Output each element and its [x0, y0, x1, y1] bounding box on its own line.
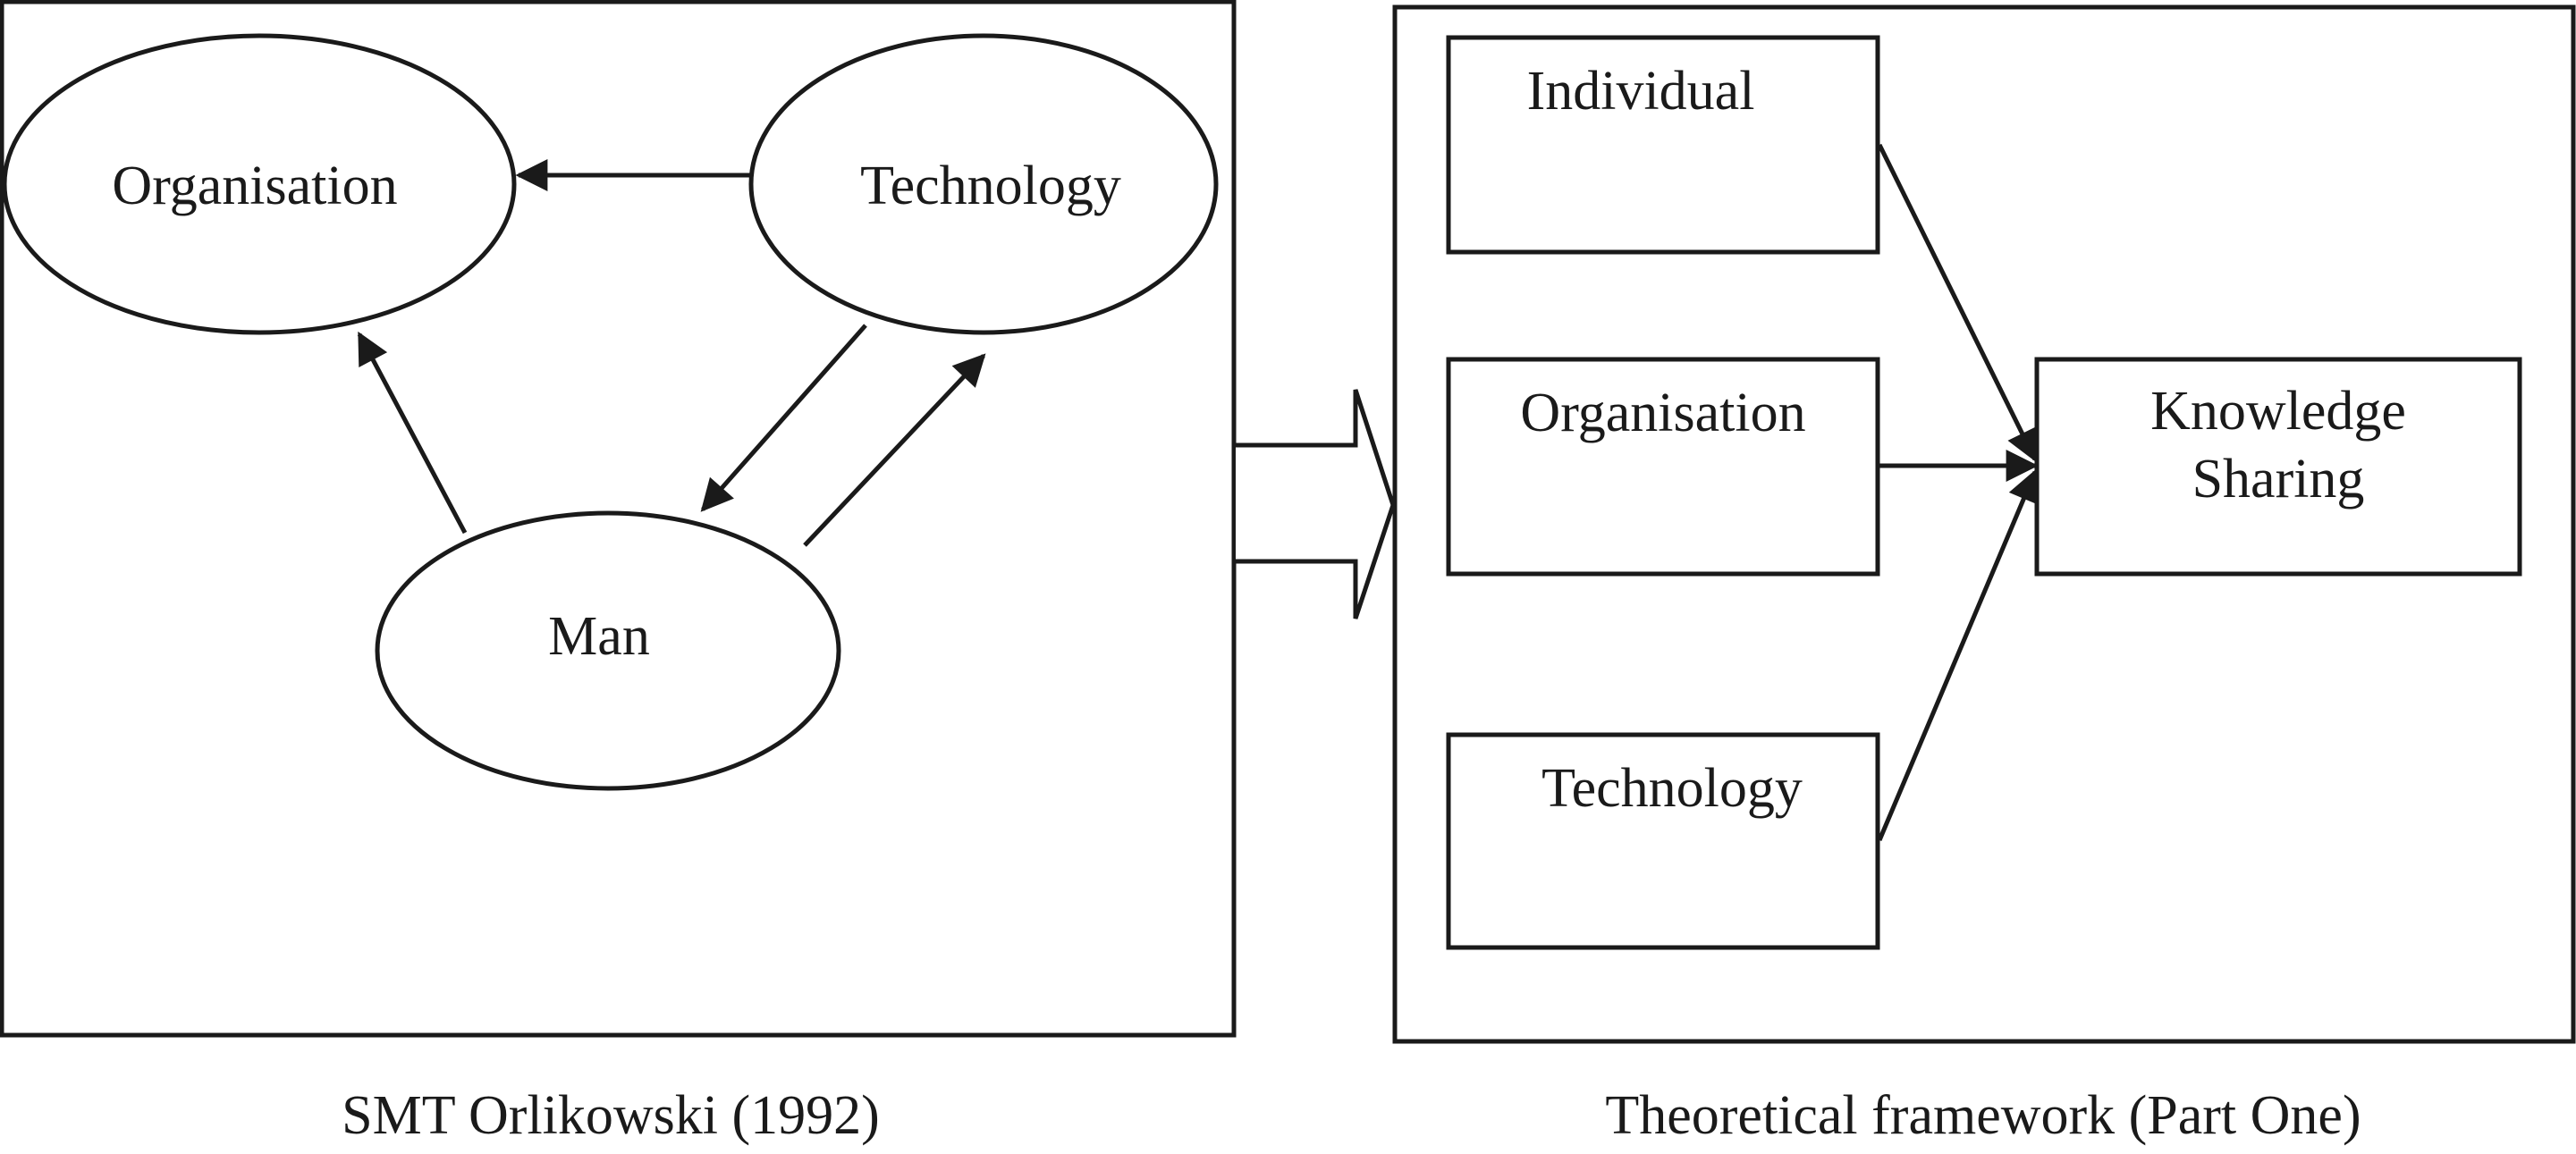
node-technology: Technology	[748, 33, 1219, 335]
block-arrow-connector	[1236, 389, 1396, 619]
node-organisation-label: Organisation	[112, 156, 397, 216]
arrow-man-to-organisation	[357, 331, 468, 535]
arrow-technology-to-knowledge-sharing	[1877, 468, 2039, 841]
box-technology-label: Technology	[1541, 758, 1803, 819]
box-organisation: Organisation	[1446, 357, 1880, 577]
node-man-shape	[375, 510, 841, 791]
arrow-man-to-technology	[803, 353, 986, 547]
box-knowledge-sharing-label-line1: Knowledge	[2150, 381, 2406, 442]
node-man-label: Man	[548, 606, 650, 667]
left-caption: SMT Orlikowski (1992)	[342, 1085, 880, 1146]
node-organisation-shape	[2, 33, 517, 335]
left-panel-frame	[0, 0, 1237, 1038]
arrow-individual-to-knowledge-sharing	[1877, 143, 2038, 463]
box-organisation-shape	[1446, 357, 1880, 577]
box-technology: Technology	[1446, 732, 1880, 950]
node-organisation: Organisation	[2, 33, 517, 335]
box-knowledge-sharing-label-line2: Sharing	[2192, 449, 2365, 510]
box-knowledge-sharing: Knowledge Sharing	[2034, 357, 2522, 577]
node-technology-shape	[748, 33, 1219, 335]
box-individual-label: Individual	[1527, 61, 1755, 122]
box-individual-shape	[1446, 35, 1880, 255]
box-technology-shape	[1446, 732, 1880, 950]
right-caption: Theoretical framework (Part One)	[1605, 1085, 2361, 1146]
node-technology-label: Technology	[860, 156, 1121, 216]
box-organisation-label: Organisation	[1520, 383, 1805, 443]
node-man: Man	[375, 510, 841, 791]
arrow-technology-to-man	[700, 324, 867, 512]
right-panel-frame	[1392, 4, 2576, 1044]
box-individual: Individual	[1446, 35, 1880, 255]
